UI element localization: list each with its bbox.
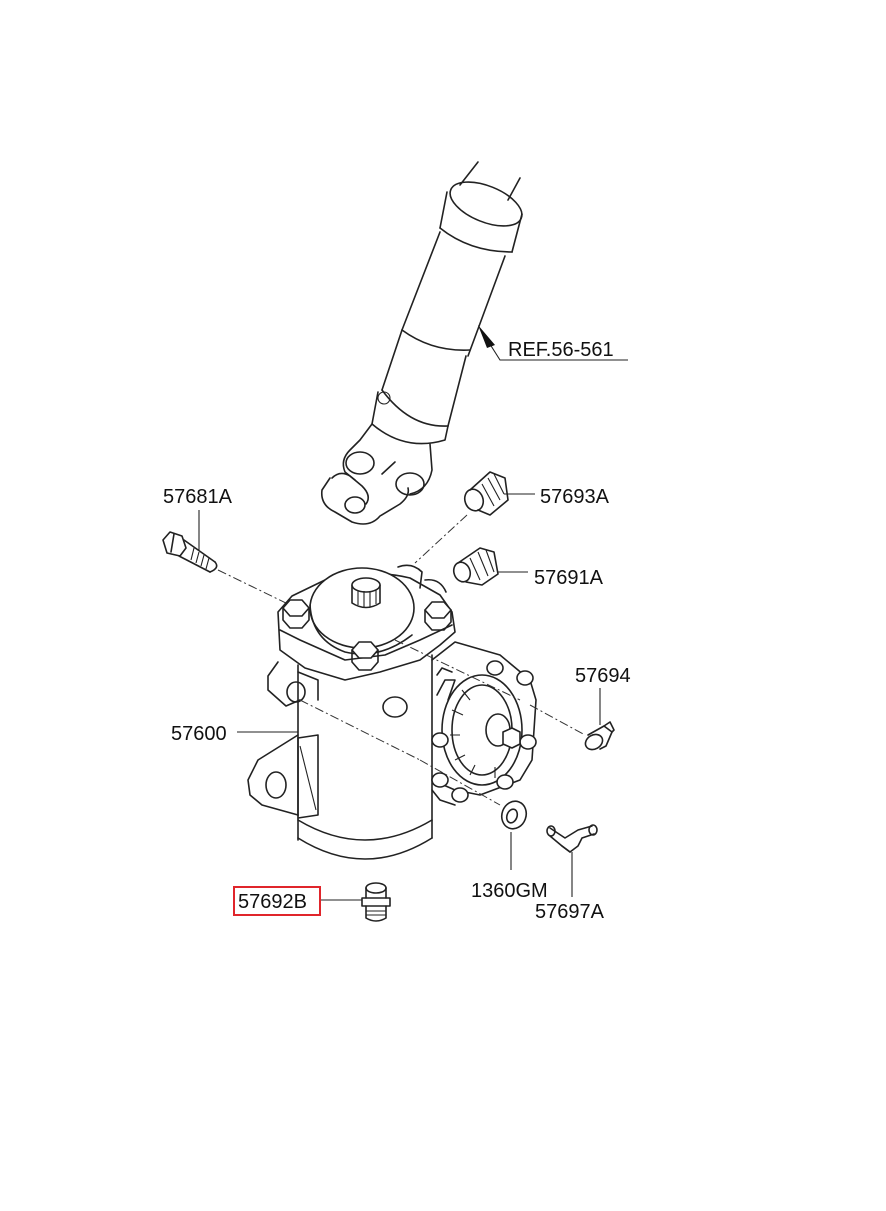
cover-bolt (519, 734, 537, 750)
svg-text:57692B: 57692B (238, 891, 307, 913)
callout-57692b[interactable]: 57692B (233, 886, 362, 916)
callout-57694: 57694 (575, 665, 631, 725)
cover-bolt (431, 772, 449, 788)
plug-57694 (584, 721, 615, 751)
highlight-box (233, 886, 321, 916)
connector-57692b (361, 882, 391, 922)
callout-57691a: 57691A (497, 567, 604, 589)
fitting-57691a (452, 547, 499, 586)
svg-text:57693A: 57693A (540, 486, 610, 508)
flange-bolt (424, 601, 452, 631)
callout-57697a: 57697A (535, 852, 605, 923)
steering-gear-box-57600 (247, 564, 537, 860)
svg-text:57694: 57694 (575, 665, 631, 687)
bolt-57681a (162, 531, 218, 573)
callout-1360gm: 1360GM (471, 832, 548, 902)
svg-text:57691A: 57691A (534, 567, 604, 589)
elbow-57697a (546, 824, 598, 853)
cover-bolt (496, 774, 514, 790)
steering-column-shaft (320, 161, 523, 525)
cover-bolt (451, 787, 469, 803)
flange-bolt (351, 641, 379, 671)
callout-57681a: 57681A (163, 486, 233, 550)
ref-callout: REF.56-561 (478, 325, 628, 361)
cover-bolt (516, 670, 534, 686)
svg-text:57681A: 57681A (163, 486, 233, 508)
cover-bolt (486, 660, 504, 676)
svg-text:57600: 57600 (171, 723, 227, 745)
callout-57693a: 57693A (504, 486, 610, 508)
svg-text:REF.56-561: REF.56-561 (508, 339, 614, 361)
svg-text:57697A: 57697A (535, 901, 605, 923)
svg-text:1360GM: 1360GM (471, 880, 548, 902)
flange-bolt (282, 599, 310, 629)
fitting-57693a (463, 471, 509, 516)
cover-bolt (431, 732, 449, 748)
washer-1360gm (500, 800, 528, 830)
callout-57600: 57600 (171, 723, 298, 745)
